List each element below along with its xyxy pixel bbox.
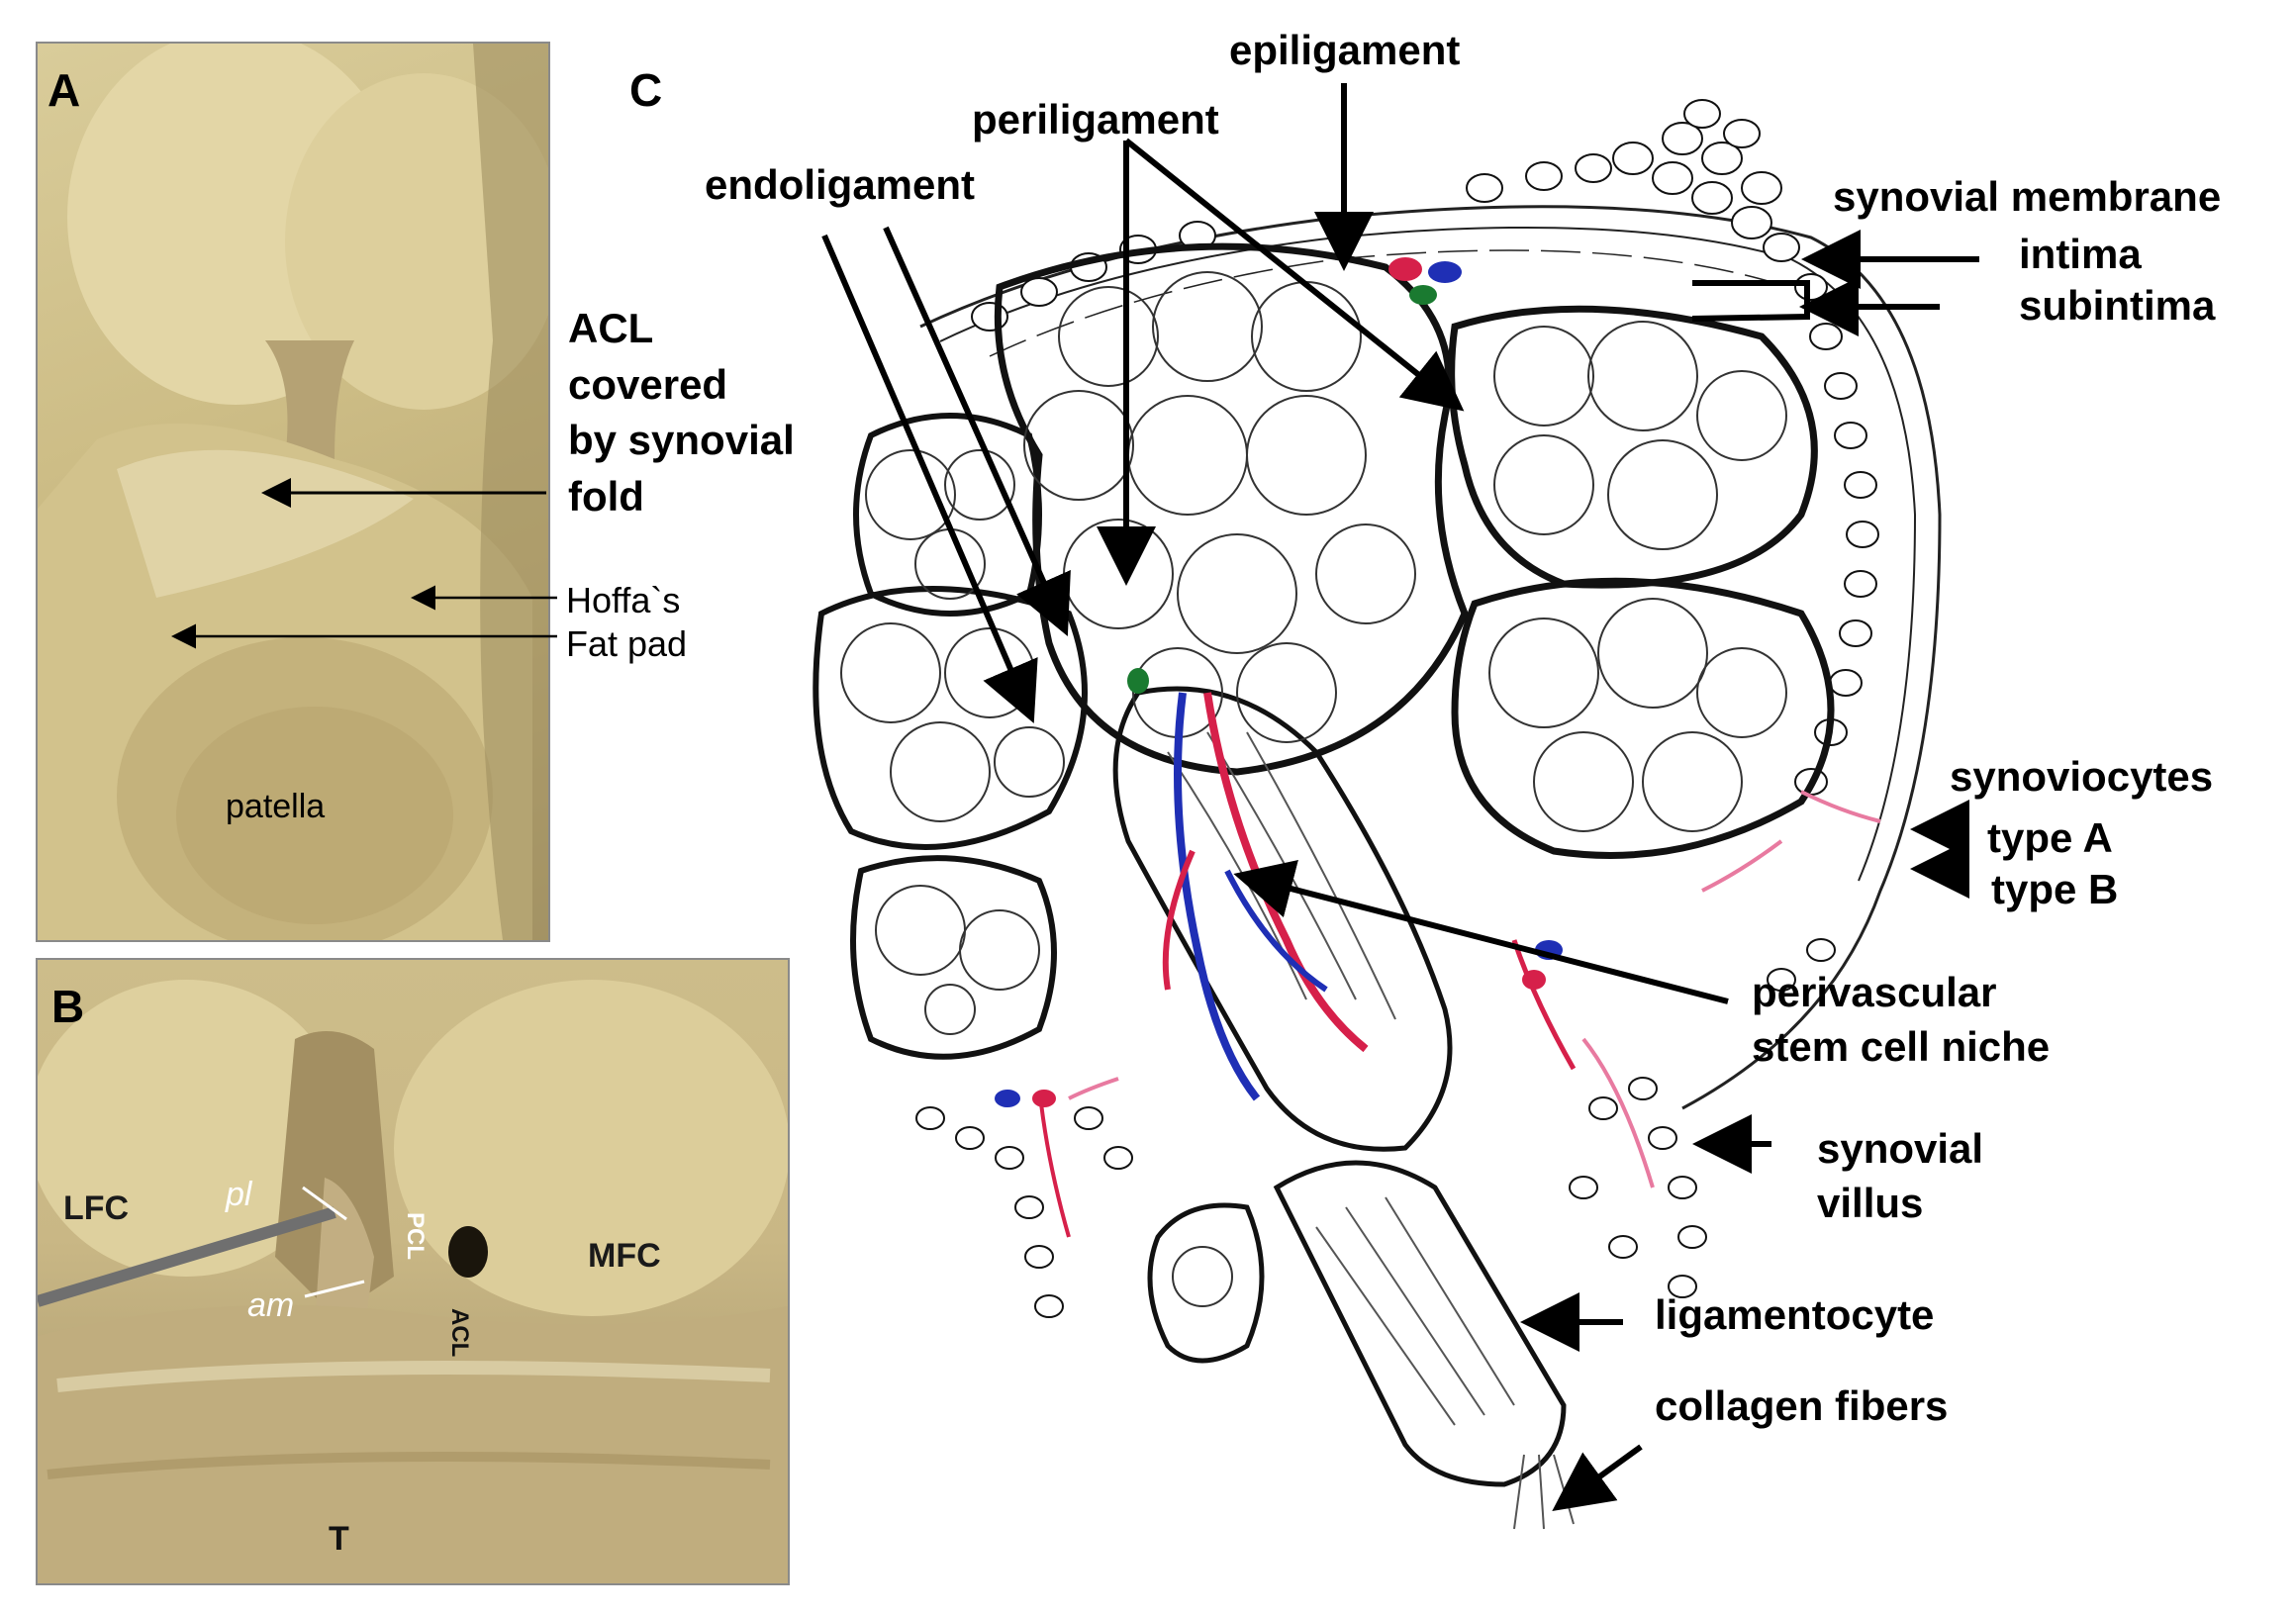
arrow-endoligament-1 bbox=[821, 234, 1038, 724]
hoffa-fat-pad-label: Hoffa`s Fat pad bbox=[566, 579, 687, 666]
periligament-label: periligament bbox=[972, 96, 1219, 143]
mfc-label: MFC bbox=[588, 1237, 661, 1275]
type-a-label: type A bbox=[1987, 814, 2113, 861]
perivascular-line1: perivascular bbox=[1752, 969, 1997, 1015]
perivascular-line2: stem cell niche bbox=[1752, 1022, 2051, 1070]
knee-anterior-photo bbox=[38, 44, 548, 940]
knee-notch-photo bbox=[38, 980, 788, 1583]
tibia-label: T bbox=[329, 1520, 349, 1558]
villus-line2: villus bbox=[1817, 1179, 1924, 1226]
hoffa-line2: Fat pad bbox=[566, 622, 688, 664]
pl-label: pl bbox=[226, 1176, 252, 1213]
arrow-collagen bbox=[1552, 1444, 1643, 1512]
lfc-label: LFC bbox=[63, 1189, 130, 1227]
ligamentocyte-label: ligamentocyte bbox=[1655, 1291, 1935, 1338]
fat-cells bbox=[840, 271, 1787, 1307]
panel-a-label: A bbox=[48, 64, 81, 116]
acl-line4: fold bbox=[568, 473, 644, 521]
acl-line2: covered bbox=[568, 360, 728, 408]
arrow-endoligament-2 bbox=[883, 226, 1071, 636]
epiligament-label: epiligament bbox=[1229, 27, 1461, 73]
villus-line1: synovial bbox=[1817, 1125, 1984, 1172]
villus-cells bbox=[915, 938, 1836, 1318]
vessel-cross-sections bbox=[995, 257, 1563, 1107]
subintima-label: subintima bbox=[2019, 282, 2216, 329]
acl-line3: by synovial bbox=[568, 417, 795, 464]
blood-vessels bbox=[1039, 692, 1881, 1238]
synoviocytes-label: synoviocytes bbox=[1950, 753, 2214, 800]
synovial-villus-label: synovial villus bbox=[1817, 1122, 1983, 1230]
arrow-periligament-2 bbox=[1124, 138, 1465, 412]
endoligament-label: endoligament bbox=[705, 161, 976, 208]
collagen-fibers-label: collagen fibers bbox=[1655, 1382, 1949, 1429]
panel-a-photo: A patella bbox=[36, 42, 550, 942]
acl-covered-label: ACL covered by synovial fold bbox=[568, 301, 795, 525]
arrow-perivascular bbox=[1233, 859, 1729, 1004]
intima-cells bbox=[971, 99, 1879, 796]
am-label: am bbox=[247, 1286, 295, 1324]
panel-c-label: C bbox=[629, 64, 663, 116]
hoffa-line1: Hoffa`s bbox=[566, 580, 681, 620]
synovial-membrane-label: synovial membrane bbox=[1833, 173, 2222, 220]
type-b-label: type B bbox=[1991, 866, 2119, 912]
collagen-fibers bbox=[1167, 731, 1575, 1530]
panel-b-label: B bbox=[51, 981, 85, 1032]
acl-label-b: ACL bbox=[446, 1308, 473, 1358]
subintima-bracket bbox=[1691, 280, 1810, 322]
panel-b-photo: B LFC MFC pl am PCL ACL T bbox=[36, 958, 790, 1585]
perivascular-niche-label: perivascular stem cell niche bbox=[1752, 966, 2050, 1074]
patella-label: patella bbox=[226, 788, 326, 825]
intima-label: intima bbox=[2019, 231, 2142, 277]
acl-line1: ACL bbox=[568, 305, 654, 351]
pcl-label: PCL bbox=[402, 1212, 429, 1260]
